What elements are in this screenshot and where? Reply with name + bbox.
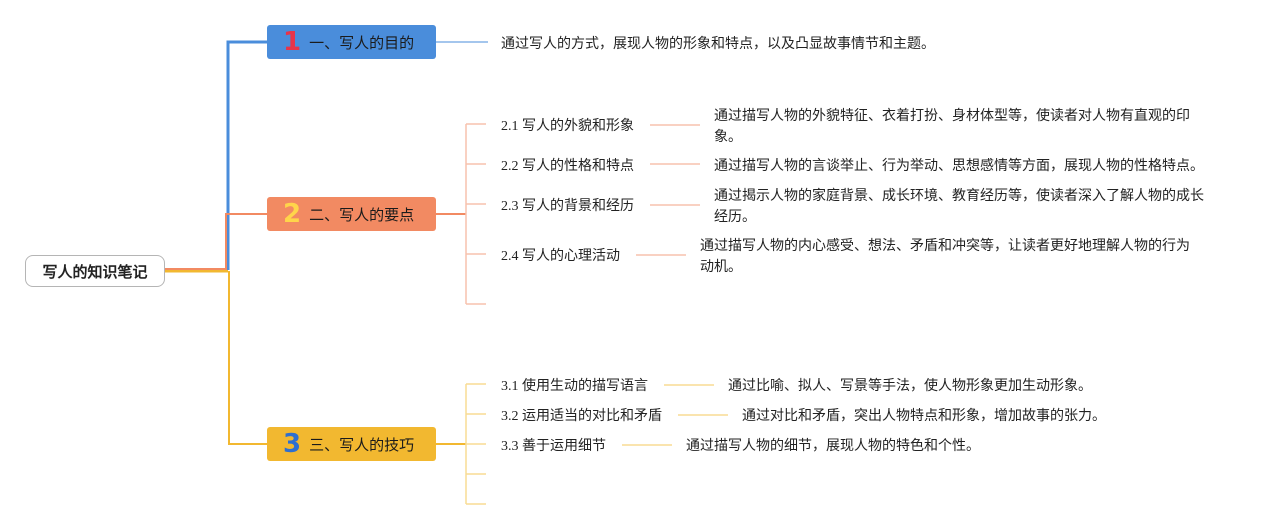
note-2-3: 通过揭示人物的家庭背景、成长环境、教育经历等，使读者深入了解人物的成长经历。 bbox=[714, 188, 1204, 225]
branch-2-label: 二、写人的要点 bbox=[309, 205, 415, 224]
root-node[interactable]: 写人的知识笔记 bbox=[25, 255, 165, 287]
branch-1-note: 通过写人的方式，展现人物的形象和特点，以及凸显故事情节和主题。 bbox=[501, 36, 935, 52]
branch-1-label: 一、写人的目的 bbox=[309, 33, 415, 52]
subtopic-2-4[interactable]: 2.4 写人的心理活动 bbox=[501, 249, 620, 264]
branch-3-number: 3 bbox=[283, 429, 302, 459]
note-2-1: 通过描写人物的外貌特征、衣着打扮、身材体型等，使读者对人物有直观的印象。 bbox=[714, 108, 1190, 145]
subtopic-3-2[interactable]: 3.2 运用适当的对比和矛盾 bbox=[501, 409, 662, 424]
note-2-2: 通过描写人物的言谈举止、行为举动、思想感情等方面，展现人物的性格特点。 bbox=[714, 158, 1204, 174]
branch-1-number: 1 bbox=[283, 27, 302, 57]
note-3-1: 通过比喻、拟人、写景等手法，使人物形象更加生动形象。 bbox=[728, 378, 1092, 394]
note-3-3: 通过描写人物的细节，展现人物的特色和个性。 bbox=[686, 438, 980, 454]
subtopic-2-2[interactable]: 2.2 写人的性格和特点 bbox=[501, 159, 634, 174]
note-3-2: 通过对比和矛盾，突出人物特点和形象，增加故事的张力。 bbox=[742, 408, 1106, 424]
note-2-4: 通过描写人物的内心感受、想法、矛盾和冲突等，让读者更好地理解人物的行为动机。 bbox=[700, 238, 1190, 275]
branch-1-node[interactable]: 1 一、写人的目的 bbox=[267, 25, 436, 59]
branch-2-node[interactable]: 2 二、写人的要点 bbox=[267, 197, 436, 231]
branch-3-node[interactable]: 3 三、写人的技巧 bbox=[267, 427, 436, 461]
subtopic-2-1[interactable]: 2.1 写人的外貌和形象 bbox=[501, 119, 634, 134]
branch-2-number: 2 bbox=[283, 199, 302, 229]
root-label: 写人的知识笔记 bbox=[42, 262, 148, 281]
subtopic-2-3[interactable]: 2.3 写人的背景和经历 bbox=[501, 199, 634, 214]
subtopic-3-1[interactable]: 3.1 使用生动的描写语言 bbox=[501, 379, 648, 394]
subtopic-3-3[interactable]: 3.3 善于运用细节 bbox=[501, 439, 606, 454]
branch-3-label: 三、写人的技巧 bbox=[309, 435, 415, 454]
